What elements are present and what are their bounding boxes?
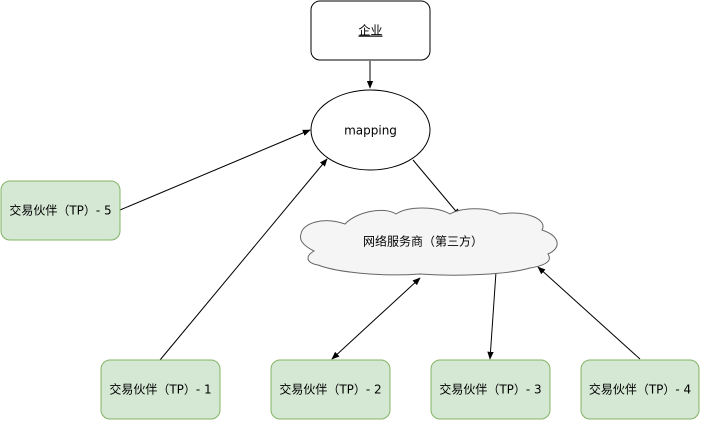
connectors xyxy=(119,61,641,361)
cloud-shape xyxy=(299,207,558,276)
enterprise-label: 企业 xyxy=(358,23,382,38)
network-label: 网络服务商（第三方） xyxy=(363,234,483,249)
network-cloud-node[interactable]: 网络服务商（第三方） xyxy=(299,207,558,276)
edge-tp5-to-mapping xyxy=(119,129,311,211)
edge-mapping-to-network xyxy=(412,159,461,217)
partner-tp4-label: 交易伙伴（TP）- 4 xyxy=(589,382,691,397)
edge-tp2-network xyxy=(331,277,421,360)
enterprise-node[interactable]: 企业 xyxy=(310,0,431,61)
partner-tp3-label: 交易伙伴（TP）- 3 xyxy=(439,382,541,397)
partner-tp5-label: 交易伙伴（TP）- 5 xyxy=(9,203,111,218)
edge-tp4-to-network xyxy=(537,266,641,360)
edge-tp1-to-mapping xyxy=(159,158,328,361)
partner-tp1-node[interactable]: 交易伙伴（TP）- 1 xyxy=(100,359,221,420)
partner-tp4-node[interactable]: 交易伙伴（TP）- 4 xyxy=(580,359,700,420)
partner-tp2-label: 交易伙伴（TP）- 2 xyxy=(279,382,381,397)
partner-tp2-node[interactable]: 交易伙伴（TP）- 2 xyxy=(270,359,391,420)
partner-tp5-node[interactable]: 交易伙伴（TP）- 5 xyxy=(0,180,121,241)
partner-tp3-node[interactable]: 交易伙伴（TP）- 3 xyxy=(430,359,551,420)
partner-tp1-label: 交易伙伴（TP）- 1 xyxy=(109,382,211,397)
mapping-node[interactable]: mapping xyxy=(310,89,431,171)
mapping-label: mapping xyxy=(344,124,397,138)
edge-network-to-tp3 xyxy=(487,271,497,360)
